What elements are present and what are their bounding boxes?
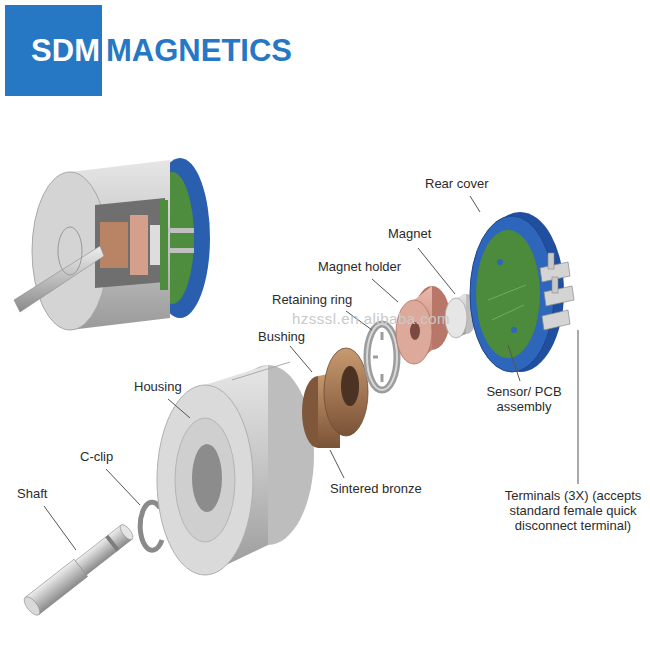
logo-box: SDMMAGNETICS — [5, 5, 102, 96]
cutaway-assembly — [14, 158, 210, 330]
rear-cover-part — [470, 212, 574, 372]
logo-wordmark: MAGNETICS — [106, 33, 292, 69]
watermark: hzsssl.en.alibaba.com — [292, 311, 450, 326]
part-label: Terminals (3X) (accepts standard female … — [504, 488, 642, 533]
bushing-part — [302, 348, 368, 448]
part-label: Sintered bronze — [330, 481, 422, 496]
retaining-ring-part — [367, 324, 397, 390]
part-label: Housing — [134, 379, 182, 394]
part-label: Magnet holder — [318, 259, 401, 274]
part-label: C-clip — [80, 449, 113, 464]
part-label: Retaining ring — [272, 292, 352, 307]
part-label: Rear cover — [425, 176, 489, 191]
leader-lines — [44, 196, 578, 550]
part-label: Sensor/ PCB assembly — [474, 384, 574, 414]
part-label: Bushing — [258, 329, 305, 344]
shaft-part — [21, 521, 136, 618]
part-label: Magnet — [388, 226, 431, 241]
part-label: Shaft — [17, 486, 47, 501]
logo-text: SDM — [31, 33, 100, 69]
